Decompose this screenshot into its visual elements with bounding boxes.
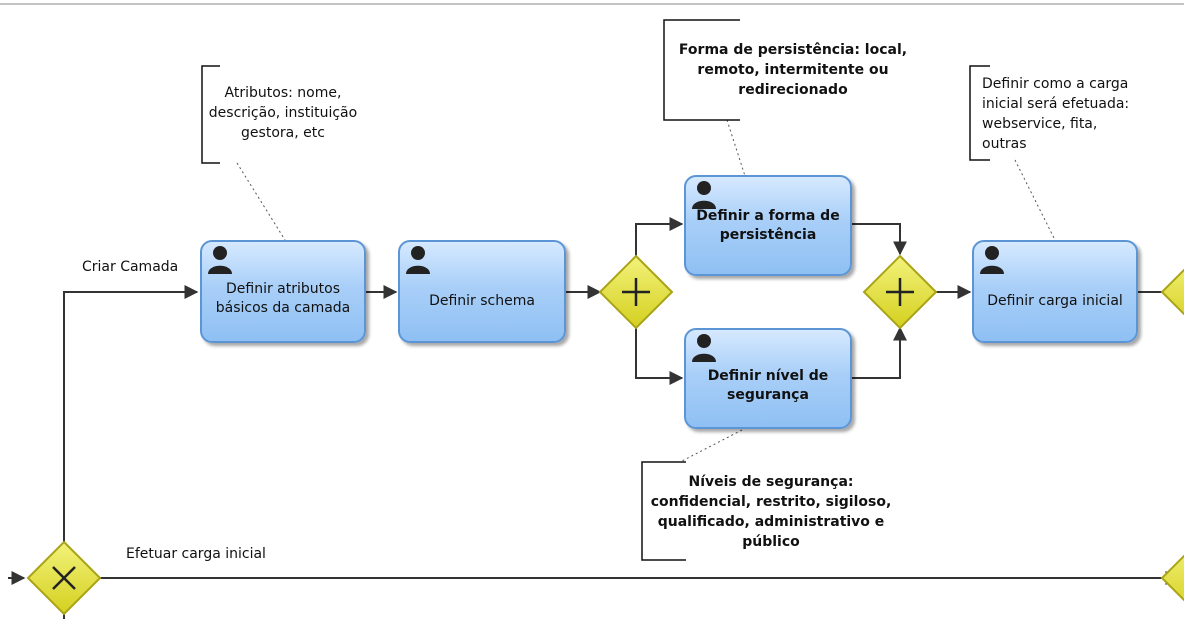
task-label: Definir nível de segurança — [707, 367, 829, 403]
flow-split-to-persistence[interactable] — [635, 217, 684, 256]
plus-icon — [886, 278, 914, 306]
task-define-attributes[interactable]: Definir atributos básicos da camada — [200, 240, 366, 343]
annotation-bracket-attributes — [201, 65, 220, 164]
task-label: Definir a forma de persistência — [696, 207, 840, 243]
annotation-bracket-initial-load — [969, 65, 990, 161]
user-icon — [406, 246, 430, 274]
flow-split-to-security[interactable] — [635, 328, 684, 385]
user-icon — [692, 181, 716, 209]
parallel-gateway-join[interactable] — [862, 254, 938, 330]
annotation-attributes: Atributos: nome, descrição, instituição … — [208, 85, 358, 141]
flow-security-to-join[interactable] — [852, 326, 907, 379]
flow-label-create-layer: Criar Camada — [82, 259, 179, 275]
user-icon — [692, 334, 716, 362]
task-label: Definir atributos básicos da camada — [215, 280, 351, 316]
x-icon — [52, 566, 76, 590]
task-define-schema[interactable]: Definir schema — [398, 240, 566, 343]
plus-icon — [622, 278, 650, 306]
association-attributes — [236, 162, 286, 241]
gateway-partial-bottom-right[interactable] — [1160, 542, 1184, 614]
annotation-persistence: Forma de persistência: local, remoto, in… — [678, 42, 908, 98]
task-define-initial-load[interactable]: Definir carga inicial — [972, 240, 1138, 343]
gateway-partial-right[interactable] — [1160, 256, 1184, 328]
exclusive-gateway[interactable] — [26, 540, 102, 616]
task-define-persistence[interactable]: Definir a forma de persistência — [684, 175, 852, 276]
user-icon — [208, 246, 232, 274]
annotation-initial-load: Definir como a carga inicial será efetua… — [982, 76, 1130, 152]
association-security — [679, 429, 743, 463]
annotation-bracket-persistence — [663, 19, 740, 121]
flow-persistence-to-join[interactable] — [852, 223, 907, 256]
association-persistence — [726, 119, 746, 177]
flow-label-initial-load: Efetuar carga inicial — [126, 546, 266, 562]
annotation-bracket-security — [641, 461, 686, 561]
task-label: Definir carga inicial — [987, 293, 1123, 309]
annotation-security: Níveis de segurança: confidencial, restr… — [650, 474, 892, 550]
task-label: Definir schema — [429, 293, 535, 309]
user-icon — [980, 246, 1004, 274]
association-initial-load — [1014, 159, 1056, 241]
task-define-security[interactable]: Definir nível de segurança — [684, 328, 852, 429]
flow-exclusive-to-attributes[interactable] — [63, 285, 199, 545]
parallel-gateway-split[interactable] — [598, 254, 674, 330]
